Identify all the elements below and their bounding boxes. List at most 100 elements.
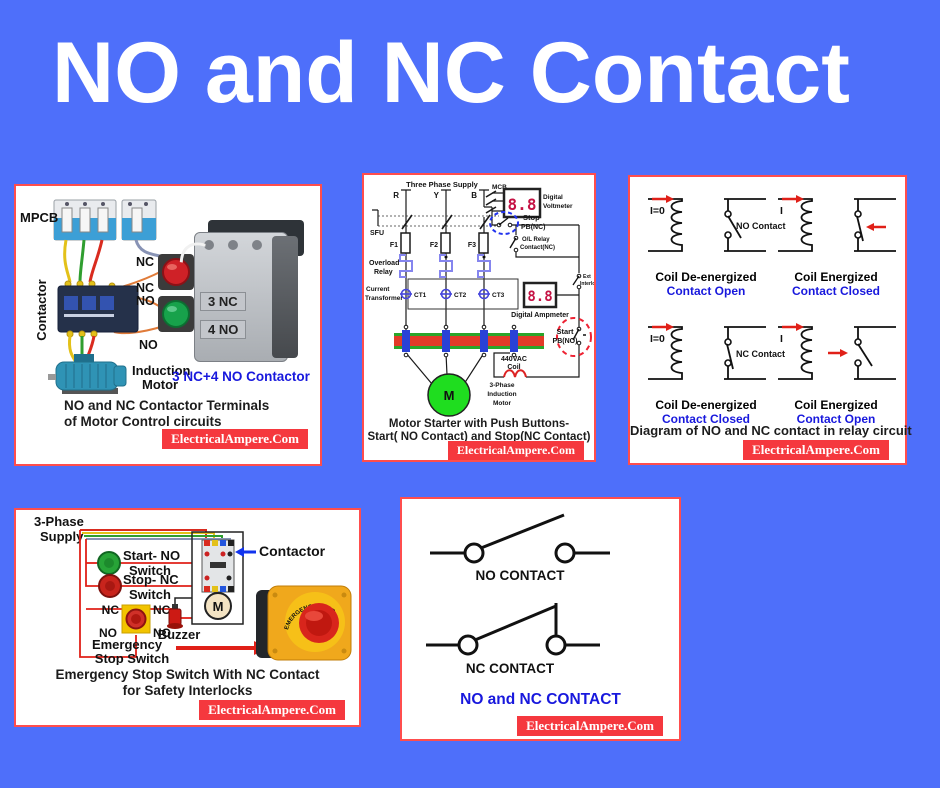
current-label: I=0 <box>650 205 665 217</box>
voltmeter-label-2: Voltmeter <box>543 203 573 210</box>
motor-m-label: M <box>444 388 455 403</box>
contactor-blue-caption: 3 NC+4 NO Contactor <box>172 369 310 384</box>
coil-icon <box>503 369 527 378</box>
overload-label-2: Relay <box>374 269 393 276</box>
ext-interlock-label-1: Ext <box>583 274 591 280</box>
relay-q2-drawing: I <box>778 195 896 252</box>
q4-state: Contact Open <box>796 412 876 426</box>
no-label-mid: NO <box>136 294 155 308</box>
panel-contactor-terminals: MPCB Cont <box>14 184 322 466</box>
nc-contact-label: NC Contact <box>736 349 785 359</box>
sfu-label: SFU <box>370 230 384 237</box>
chip-3nc: 3 NC <box>200 292 246 311</box>
contactor-label: Contactor <box>259 543 326 559</box>
stop-switch-label-1: Stop- NC <box>123 572 179 587</box>
contactor-screw <box>252 240 262 250</box>
nc-left-label: NC <box>102 603 120 617</box>
induction-motor-icon <box>48 354 127 394</box>
phase-y: Y <box>434 191 440 200</box>
panel2-caption-line2: Start( NO Contact) and Stop(NC Contact) <box>367 431 591 443</box>
contactor-photo-side <box>272 236 298 358</box>
fuse-icons <box>400 232 489 254</box>
buzzer-label: Buzzer <box>158 627 201 642</box>
ct3-label: CT3 <box>492 292 505 299</box>
contact-lever-closed <box>726 343 734 370</box>
coil-label-1: 440VAC <box>501 356 527 363</box>
no-label-bottom: NO <box>139 338 158 352</box>
relay-q1-no-deenergized: I=0 NO Contact Coil De-energized Contact… <box>642 189 786 298</box>
busbar-icon <box>394 324 544 358</box>
current-arrow-icon <box>796 323 804 331</box>
relay-q2-no-energized: I Coil Energized Contact Closed <box>772 189 900 298</box>
q1-state: Contact Open <box>666 284 746 298</box>
contactor-arrow-icon <box>235 547 244 557</box>
mpcb-breaker-icon <box>53 199 157 241</box>
start-pushbutton-icon <box>158 296 194 332</box>
panel-relay-diagram: I=0 NO Contact Coil De-energized Contact… <box>628 175 912 465</box>
induction-motor-label-2: Motor <box>142 377 178 392</box>
ol-contact-label-1: O/L Relay <box>522 237 550 243</box>
relay-q3-nc-deenergized: I=0 NC Contact Coil De-energized Contact… <box>642 317 785 426</box>
voltmeter-label-1: Digital <box>543 194 563 201</box>
coil-label-2: Coil <box>507 364 520 371</box>
motor-label-1: 3-Phase <box>490 382 515 389</box>
q4-caption: Coil Energized <box>794 398 878 412</box>
stop-pb-label-1: Stop <box>523 213 540 222</box>
estop-photo: EMERGENCY STOP <box>256 585 352 661</box>
contactor-icon <box>57 280 139 338</box>
q3-caption: Coil De-energized <box>655 398 757 412</box>
motor-circle-icon <box>204 592 232 620</box>
overload-relay-icons <box>399 254 491 278</box>
watermark-badge: ElectricalAmpere.Com <box>743 440 889 460</box>
panel-emergency-stop: 3-Phase Supply <box>14 508 361 727</box>
current-label: I <box>780 333 783 345</box>
overload-label-1: Overload <box>369 260 399 267</box>
motor-starter-schematic: Three Phase Supply R Y B MCB 8.8 Digital… <box>365 180 594 417</box>
panel-contact-symbols: NO CONTACT NC CONTACT NO and NC CONTACT … <box>400 497 681 741</box>
ammeter-display: 8.8 <box>527 289 552 305</box>
voltmeter-icon <box>502 187 542 219</box>
start-no-switch-icon <box>97 551 121 575</box>
panel3-caption: Diagram of NO and NC contact in relay ci… <box>630 423 912 438</box>
contactor-icon <box>201 539 235 593</box>
contact-symbols-drawing: NO CONTACT NC CONTACT <box>426 513 610 676</box>
q2-caption: Coil Energized <box>794 270 878 284</box>
voltmeter-display: 8.8 <box>508 195 537 214</box>
motor-m-label: M <box>213 599 224 614</box>
current-label: I=0 <box>650 333 665 345</box>
contact-lever-open <box>857 343 873 367</box>
stop-pb-nc-icon <box>489 211 519 235</box>
nc-contact-symbol <box>426 603 600 656</box>
fuse-f3: F3 <box>468 242 476 249</box>
ext-interlock-label-2: Interlock <box>580 281 594 287</box>
ct1-label: CT1 <box>414 292 427 299</box>
contactor-photo: 3 NC 4 NO <box>167 220 304 362</box>
panel1-caption-line2: of Motor Control circuits <box>64 414 222 429</box>
buzzer-icon <box>167 604 183 629</box>
ct-label-1: Current <box>366 286 390 293</box>
current-arrow-icon <box>666 195 674 203</box>
start-pb-label-1: Start <box>556 327 574 336</box>
stop-pb-label-2: PB(NC) <box>521 224 546 231</box>
induction-motor-label-1: Induction <box>132 363 191 378</box>
chip-4no: 4 NO <box>200 320 247 339</box>
actuation-arrow-icon <box>840 349 848 357</box>
phase-wires <box>63 239 167 283</box>
watermark-badge: ElectricalAmpere.Com <box>199 700 345 720</box>
panel4-caption-line1: Emergency Stop Switch With NC Contact <box>55 667 320 682</box>
start-pb-label-2: PB(NO) <box>553 338 578 345</box>
actuation-arrow-icon <box>866 223 874 231</box>
start-switch-label-2: Switch <box>129 563 171 578</box>
current-arrow-icon <box>796 195 804 203</box>
emergency-stop-schematic: 3-Phase Supply <box>34 514 352 665</box>
panel5-blue-caption: NO and NC CONTACT <box>460 691 621 708</box>
estop-label-2: Stop Switch <box>95 651 169 665</box>
no-right-label: NO <box>153 626 171 640</box>
watermark-badge: ElectricalAmpere.Com <box>517 716 663 736</box>
relay-q4-drawing: I <box>778 323 896 380</box>
supply-label-1: 3-Phase <box>34 514 84 529</box>
phase-b: B <box>471 191 477 200</box>
no-contact-label: NO CONTACT <box>476 568 566 583</box>
fuse-f1: F1 <box>390 242 398 249</box>
relay-q3-drawing: I=0 NC Contact <box>648 323 785 380</box>
